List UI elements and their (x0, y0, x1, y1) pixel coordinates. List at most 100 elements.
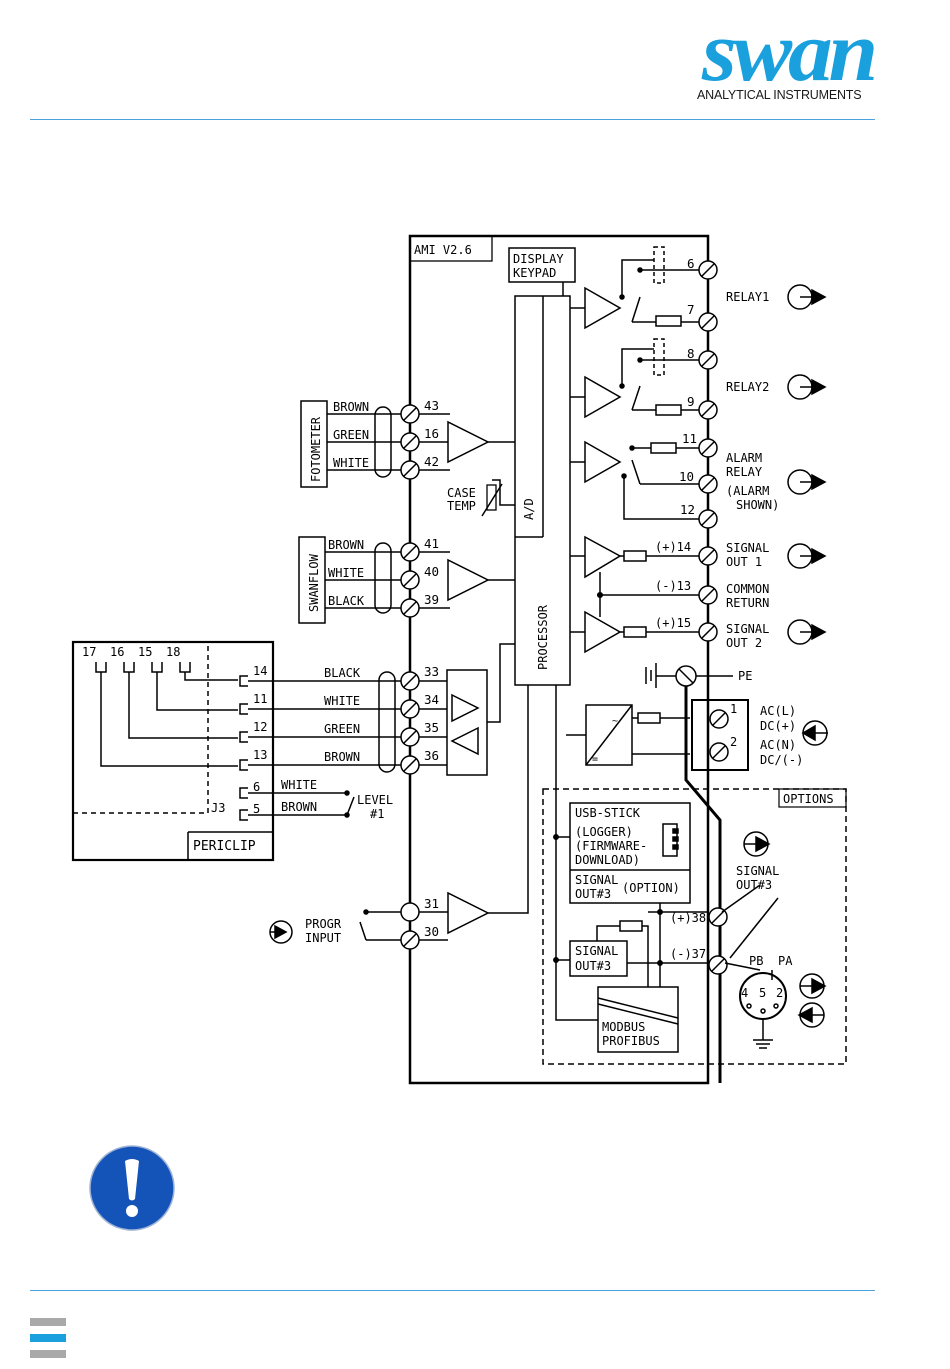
pb-label: PB (749, 954, 763, 968)
swanflow-wire-white: WHITE (328, 566, 364, 580)
periclip-box (71, 640, 275, 862)
periclip-wire-black: BLACK (324, 666, 361, 680)
terminal-39: 39 (424, 592, 439, 607)
signal-out3-box (569, 940, 628, 977)
power-terminal-1: 1 (730, 702, 737, 716)
terminal-8: 8 (687, 346, 695, 361)
periclip-wire-green: GREEN (324, 722, 360, 736)
terminal-10: 10 (679, 469, 694, 484)
return-label: RETURN (726, 596, 769, 610)
signal-out2-label: SIGNAL (726, 622, 769, 636)
level-number: #1 (370, 807, 384, 821)
terminal-6: 6 (687, 256, 695, 271)
j3-connectors (239, 675, 248, 821)
periclip-pin-16: 16 (110, 645, 124, 659)
power-terminal-2: 2 (730, 735, 737, 749)
level-label: LEVEL (357, 793, 393, 807)
swanflow-label: SWANFLOW (307, 553, 321, 612)
terminal-7: 7 (687, 302, 695, 317)
modbus-profibus-box (597, 986, 679, 1053)
connector-pin-5: 5 (759, 986, 766, 1000)
connector-pin-4: 4 (741, 986, 748, 1000)
board-label: AMI V2.6 (414, 243, 472, 257)
j3-pin-12: 12 (253, 720, 267, 734)
periclip-driver (446, 669, 488, 776)
brand-wordmark: swan (701, 14, 874, 89)
fotometer-wire-green: GREEN (333, 428, 369, 442)
terminal-34: 34 (424, 692, 439, 707)
svg-text:~: ~ (612, 716, 618, 727)
main-board (408, 234, 710, 1085)
periclip-label: PERICLIP (193, 839, 256, 854)
signal-out3-option-label: SIGNAL (575, 873, 618, 887)
terminal-43: 43 (424, 398, 439, 413)
swan-logo: swan (701, 14, 878, 89)
fotometer-amplifier (447, 420, 490, 464)
profibus-label: PROFIBUS (602, 1034, 660, 1048)
terminal-13: (-)13 (655, 579, 691, 593)
periclip-wire-brown: BROWN (324, 750, 360, 764)
j3-label: J3 (211, 801, 225, 815)
swanflow-wire-brown: BROWN (328, 538, 364, 552)
header-divider (30, 119, 875, 120)
out1-label: OUT 1 (726, 555, 762, 569)
j3-pin-5: 5 (253, 802, 260, 816)
ac-n-label: AC(N) (760, 738, 796, 752)
out3-output-label: OUT#3 (736, 878, 772, 892)
left-terminals (400, 404, 420, 950)
terminal-11: 11 (682, 431, 697, 446)
terminal-12: 12 (680, 502, 695, 517)
terminal-31: 31 (424, 896, 439, 911)
terminal-37: (-)37 (670, 947, 706, 961)
processor-label: PROCESSOR (536, 604, 550, 670)
footer-divider (30, 1290, 875, 1291)
download-label: DOWNLOAD) (575, 853, 640, 867)
shown-label: SHOWN) (736, 498, 779, 512)
signal-out1-driver (584, 535, 622, 579)
terminal-41: 41 (424, 536, 439, 551)
j3-pin-6: 6 (253, 780, 260, 794)
exclamation-icon (89, 1145, 175, 1231)
display-keypad-box (508, 247, 576, 283)
modbus-label: MODBUS (602, 1020, 645, 1034)
terminal-35: 35 (424, 720, 439, 735)
terminal-33: 33 (424, 664, 439, 679)
alarm-relay-label: RELAY (726, 465, 763, 479)
terminal-30: 30 (424, 924, 439, 939)
relay1-label: RELAY1 (726, 290, 769, 304)
pe-label: PE (738, 669, 752, 683)
progr-input-amplifier (447, 891, 490, 935)
periclip-pin-18: 18 (166, 645, 180, 659)
ad-label: A/D (522, 498, 536, 520)
signal-out3-output-label: SIGNAL (736, 864, 779, 878)
usb-stick-box (569, 802, 691, 904)
case-temp-label: CASE (447, 486, 476, 500)
terminal-9: 9 (687, 394, 695, 409)
connector-pin-2: 2 (776, 986, 783, 1000)
brand-subtitle: ANALYTICAL INSTRUMENTS (697, 88, 862, 102)
input-label: INPUT (305, 931, 341, 945)
signal-out3-label: SIGNAL (575, 944, 618, 958)
periclip-wire-white: WHITE (324, 694, 360, 708)
power-terminal-block (691, 699, 749, 771)
level-wire-white: WHITE (281, 778, 317, 792)
terminal-15: (+)15 (655, 616, 691, 630)
level-wire-brown: BROWN (281, 800, 317, 814)
option-label: (OPTION) (622, 881, 680, 895)
keypad-label: KEYPAD (513, 266, 556, 280)
j3-pin-11: 11 (253, 692, 267, 706)
signal-out1-label: SIGNAL (726, 541, 769, 555)
common-label: COMMON (726, 582, 769, 596)
periclip-pin-17: 17 (82, 645, 96, 659)
usb-stick-label: USB-STICK (575, 806, 641, 820)
swanflow-wire-black: BLACK (328, 594, 365, 608)
signal-out2-driver (584, 610, 622, 654)
temp-label: TEMP (447, 499, 476, 513)
logger-label: (LOGGER) (575, 825, 633, 839)
svg-text:=: = (592, 754, 598, 765)
fotometer-box (300, 400, 328, 488)
output-arrow-icons (787, 284, 827, 645)
options-label: OPTIONS (783, 792, 834, 806)
relay1-driver (584, 286, 622, 330)
